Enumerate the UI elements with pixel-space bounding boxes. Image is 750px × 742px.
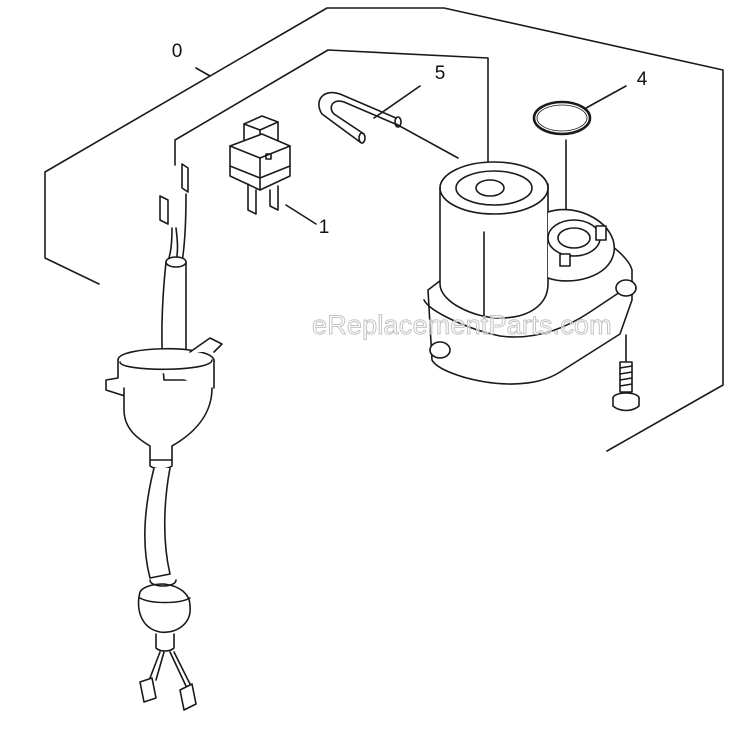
watermark: eReplacementParts.com [312,310,613,341]
callout-4: 4 [636,69,648,90]
hose-part-5 [318,91,402,144]
assembly-bracket-0 [44,7,724,452]
callout-5: 5 [434,63,446,84]
callout-1: 1 [318,217,330,238]
callout-0: 0 [171,41,183,62]
screw [612,361,640,412]
power-cord-part-3 [105,163,223,711]
motor-housing [423,161,637,385]
o-ring-part-4 [532,100,592,136]
switch-part-1 [229,115,291,215]
